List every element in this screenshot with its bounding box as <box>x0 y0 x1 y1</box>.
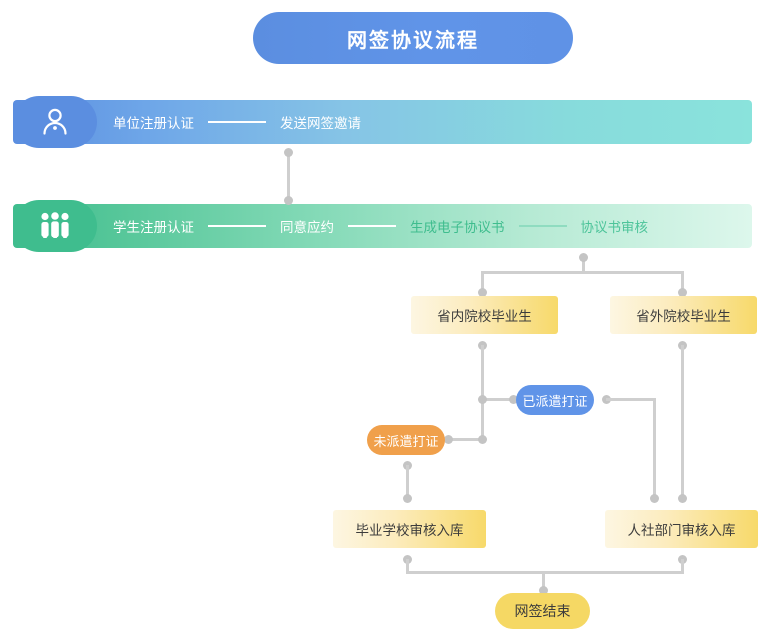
node-graduate-in-province[interactable]: 省内院校毕业生 <box>411 296 558 334</box>
connector-dot <box>678 288 687 297</box>
connector-dot <box>678 494 687 503</box>
single-person-icon <box>13 96 97 148</box>
connector-dot <box>478 435 487 444</box>
connector-split-right <box>681 271 684 291</box>
step-label: 单位注册认证 <box>113 116 194 131</box>
connector-dot <box>650 494 659 503</box>
step-dash <box>208 121 266 123</box>
node-school-review[interactable]: 毕业学校审核入库 <box>333 510 486 548</box>
connector-merge-bar <box>406 571 684 574</box>
connector-dot <box>478 395 487 404</box>
connector-dot <box>284 196 293 205</box>
node-end[interactable]: 网签结束 <box>495 593 590 629</box>
connector-dot <box>539 586 548 595</box>
connector-dispatched-down <box>653 398 656 496</box>
connector-school-merge <box>406 559 409 573</box>
node-hr-review[interactable]: 人社部门审核入库 <box>605 510 758 548</box>
connector-split-left <box>481 271 484 291</box>
connector-dot <box>444 435 453 444</box>
connector-dot <box>284 148 293 157</box>
step-label: 生成电子协议书 <box>410 220 505 235</box>
connector-to-not-dispatched <box>447 438 484 441</box>
page-title: 网签协议流程 <box>253 12 573 64</box>
node-not-dispatched[interactable]: 未派遣打证 <box>367 425 445 455</box>
connector-student-stem <box>582 256 585 272</box>
step-label: 同意应约 <box>280 220 334 235</box>
step-label: 协议书审核 <box>580 220 649 235</box>
connector-enterprise-to-student <box>287 152 290 200</box>
role-steps-enterprise: 单位注册认证 发送网签邀请 <box>113 96 361 148</box>
step-label: 学生注册认证 <box>113 220 194 235</box>
connector-not-dispatched-down <box>406 465 409 498</box>
connector-to-dispatched <box>481 398 514 401</box>
connector-dispatched-right <box>606 398 656 401</box>
connector-dot <box>579 253 588 262</box>
connector-in-province-down <box>481 345 484 441</box>
step-label: 发送网签邀请 <box>280 116 361 131</box>
connector-split-bar <box>481 271 683 274</box>
connector-dot <box>509 395 518 404</box>
role-bar-enterprise <box>13 100 752 144</box>
role-steps-student: 学生注册认证 同意应约 生成电子协议书 协议书审核 <box>113 200 648 252</box>
connector-dot <box>478 288 487 297</box>
node-graduate-out-province[interactable]: 省外院校毕业生 <box>610 296 757 334</box>
connector-merge-stem <box>542 571 545 589</box>
connector-hr-merge <box>681 559 684 573</box>
group-people-icon <box>13 200 97 252</box>
node-dispatched[interactable]: 已派遣打证 <box>516 385 594 415</box>
connector-dot <box>403 494 412 503</box>
step-dash <box>208 225 266 227</box>
step-dash <box>518 225 567 227</box>
connector-out-province-down <box>681 345 684 496</box>
step-dash <box>348 225 396 227</box>
